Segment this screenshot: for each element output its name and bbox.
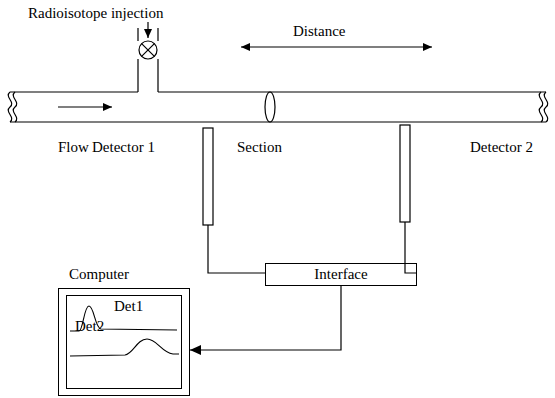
screen: Det1Det2 — [66, 295, 182, 389]
valve-cross — [142, 44, 155, 57]
valve — [139, 41, 157, 59]
flow-arrow — [58, 106, 112, 107]
pipe-break — [544, 92, 547, 122]
distance-arrow — [241, 46, 432, 47]
part-label: Section — [237, 140, 282, 155]
part-label: Distance — [293, 24, 345, 39]
pipe-wall — [10, 121, 546, 122]
detector-cable — [208, 225, 265, 273]
part-label: Flow — [58, 140, 89, 155]
pipe-break — [13, 92, 16, 122]
pipe-break — [8, 92, 11, 122]
signal-connector — [190, 286, 341, 350]
pipe-wall — [10, 91, 546, 92]
trace-label: Det2 — [75, 319, 104, 334]
part-label: Detector 2 — [470, 140, 533, 155]
pipe-break — [539, 92, 542, 122]
part-label: Detector 1 — [92, 140, 155, 155]
section-ring — [265, 92, 275, 122]
injection-arrow — [147, 22, 148, 38]
signal-curve — [70, 339, 179, 356]
detector-cable — [405, 222, 417, 273]
node-heading: Computer — [69, 267, 129, 282]
detector-probe — [203, 128, 213, 225]
interface-box: Interface — [265, 263, 417, 286]
part-label: Radioisotope injection — [28, 6, 163, 21]
detector-probe — [400, 125, 410, 222]
box-label: Interface — [314, 267, 367, 282]
computer-box: ComputerDet1Det2 — [58, 288, 190, 396]
trace-label: Det1 — [114, 299, 143, 314]
